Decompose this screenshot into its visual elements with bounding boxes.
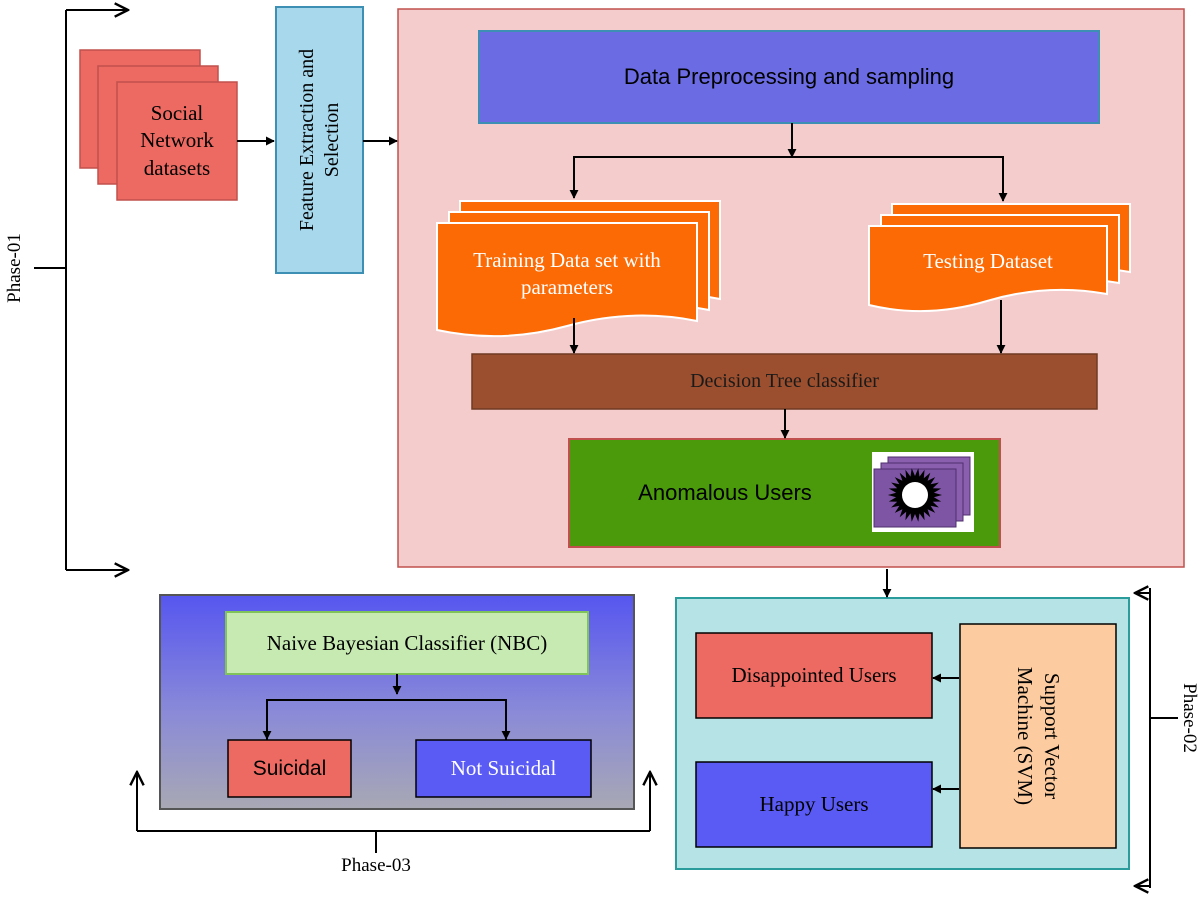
data-preprocessing-text: Data Preprocessing and sampling bbox=[623, 64, 955, 89]
not-suicidal-label: Not Suicidal bbox=[416, 740, 591, 797]
testing-data-label: Testing Dataset bbox=[869, 236, 1107, 286]
happy-users-box bbox=[695, 761, 933, 848]
phase3-text: Phase-03 bbox=[341, 855, 411, 876]
feature-extraction-label: Feature Extraction and Selection bbox=[296, 7, 344, 273]
phase2-label: Phase-02 bbox=[1176, 668, 1200, 768]
phase1-text: Phase-01 bbox=[4, 233, 25, 303]
connector-arrows bbox=[237, 123, 1008, 794]
feature-extraction-box bbox=[275, 6, 364, 274]
happy-users-text: Happy Users bbox=[759, 792, 869, 816]
split-connector bbox=[573, 156, 1004, 197]
happy-users-label: Happy Users bbox=[696, 762, 932, 847]
nbc-box bbox=[225, 611, 589, 675]
svm-label: Support Vector Machine (SVM) bbox=[998, 624, 1078, 848]
data-preprocessing-label: Data Preprocessing and sampling bbox=[479, 31, 1099, 123]
disappointed-users-box bbox=[695, 632, 933, 719]
svm-text: Support Vector Machine (SVM) bbox=[1013, 666, 1065, 806]
nbc-text: Naive Bayesian Classifier (NBC) bbox=[266, 630, 548, 655]
phase2-bracket bbox=[1135, 588, 1178, 888]
social-network-stack bbox=[79, 49, 238, 201]
data-preprocessing-box bbox=[478, 30, 1100, 124]
phase2-text: Phase-02 bbox=[1179, 683, 1200, 753]
social-network-text: Social Network datasets bbox=[140, 101, 214, 180]
phase3-bracket bbox=[137, 772, 650, 853]
feature-extraction-text: Feature Extraction and Selection bbox=[296, 48, 343, 232]
suicidal-box bbox=[227, 739, 352, 798]
svm-box bbox=[959, 623, 1117, 849]
decision-tree-text: Decision Tree classifier bbox=[690, 370, 879, 392]
testing-data-text: Testing Dataset bbox=[923, 248, 1053, 273]
training-data-stack bbox=[436, 200, 721, 338]
suicidal-text: Suicidal bbox=[252, 756, 327, 780]
social-network-label: Social Network datasets bbox=[117, 82, 237, 200]
decision-tree-box bbox=[471, 353, 1098, 410]
nbc-split-connector bbox=[266, 699, 507, 740]
nbc-label: Naive Bayesian Classifier (NBC) bbox=[226, 612, 588, 674]
spiky-burst-icon bbox=[872, 452, 974, 532]
not-suicidal-text: Not Suicidal bbox=[450, 756, 557, 780]
phase1-label: Phase-01 bbox=[4, 218, 28, 318]
not-suicidal-box bbox=[415, 739, 592, 798]
decision-tree-label: Decision Tree classifier bbox=[472, 354, 1097, 409]
testing-data-stack bbox=[868, 203, 1131, 313]
suicidal-label: Suicidal bbox=[228, 740, 351, 797]
training-data-label: Training Data set with parameters bbox=[437, 235, 697, 313]
phase3-label: Phase-03 bbox=[316, 855, 436, 881]
training-data-text: Training Data set with parameters bbox=[473, 247, 661, 299]
anomalous-users-label: Anomalous Users bbox=[580, 439, 870, 547]
phase1-bracket bbox=[34, 10, 128, 570]
anomalous-users-text: Anomalous Users bbox=[638, 480, 812, 505]
disappointed-users-label: Disappointed Users bbox=[696, 633, 932, 718]
disappointed-users-text: Disappointed Users bbox=[731, 663, 897, 687]
